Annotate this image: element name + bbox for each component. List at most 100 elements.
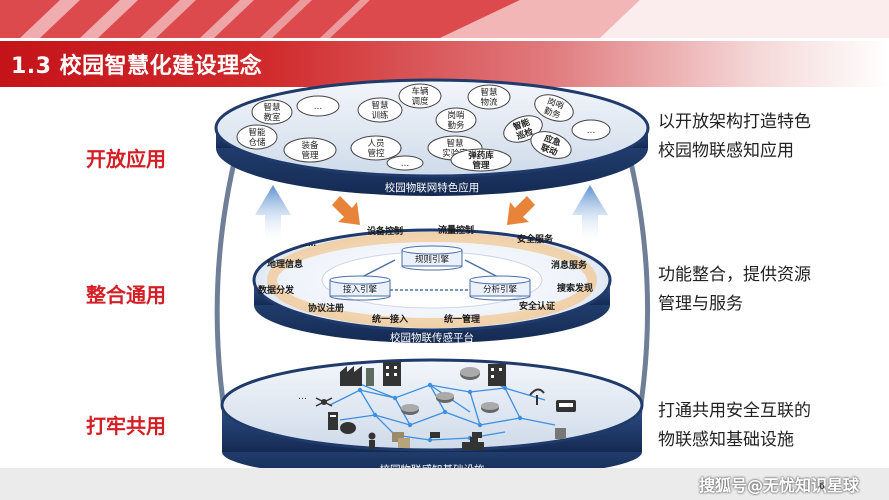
bottom-disc	[220, 358, 644, 452]
middle-layer: 校园物联传感平台 ……设备控制流量控制安全服务地理信息消息服务数据分发搜索发现协…	[252, 224, 612, 344]
platform-service-label: 设备控制	[367, 225, 403, 237]
engine-cylinder: 规则引擎	[401, 245, 463, 271]
engine-label: 接入引擎	[343, 284, 378, 295]
app-bubble-label: 仓储	[248, 137, 266, 148]
app-bubble: …	[571, 119, 611, 141]
platform-service-label: 统一接入	[372, 313, 408, 325]
down-arrow-right	[507, 196, 535, 225]
app-bubble-label: 智慧	[446, 138, 464, 149]
top-band-label: 校园物联网特色应用	[385, 181, 480, 194]
app-bubble-label: 物流	[480, 97, 498, 108]
platform-service-label: 安全服务	[517, 233, 554, 245]
top-layer: 校园物联网特色应用 智慧教室…智慧训练车辆调度智慧物流岗哨勤务智能仓储装备管理人…	[214, 78, 650, 196]
watermark: 搜狐号@无忧知识星球	[698, 476, 859, 495]
platform-service-label: 安全认证	[519, 300, 555, 312]
platform-service-label: 消息服务	[551, 259, 588, 271]
app-bubble-label: 教室	[263, 112, 281, 123]
engine-label: 分析引擎	[483, 284, 518, 295]
tank-icon	[462, 437, 484, 450]
page-title: 1.3 校园智慧化建设理念	[11, 54, 263, 79]
app-bubble-label: 智慧	[263, 102, 281, 113]
desc-bottom-line1: 打通共用安全互联的	[658, 401, 811, 421]
app-bubble-label: 智慧	[371, 100, 389, 111]
app-bubble-label: 人员	[367, 139, 384, 149]
app-bubble-label: 岗哨	[447, 110, 465, 121]
header-decoration	[0, 0, 889, 38]
app-bubble-label: 智慧	[480, 87, 498, 98]
platform-service-label: 流量控制	[438, 224, 474, 236]
building-icon	[383, 362, 401, 386]
middle-ring-items: ……设备控制流量控制安全服务地理信息消息服务数据分发搜索发现协议注册统一接入统一…	[258, 224, 593, 325]
desc-top-line1: 以开放架构打造特色	[658, 112, 811, 132]
app-bubble: …	[386, 155, 424, 171]
bottom-layer: 校园物联感知基础设施 …	[220, 358, 644, 480]
app-bubble-label: …	[401, 159, 410, 169]
label-open-application: 开放应用	[86, 147, 166, 171]
platform-service-label: 协议注册	[308, 302, 344, 314]
router-icon	[401, 404, 419, 415]
router-icon	[436, 392, 454, 403]
label-shared-use: 打牢共用	[86, 414, 166, 438]
engine-cylinder: 接入引擎	[329, 275, 391, 301]
desc-middle-line1: 功能整合，提供资源	[658, 265, 811, 285]
router-icon	[481, 402, 499, 413]
building-icon	[488, 364, 506, 386]
desc-middle: 功能整合，提供资源 管理与服务	[658, 261, 858, 319]
top-bubbles: 智慧教室…智慧训练车辆调度智慧物流岗哨勤务智能仓储装备管理人员管控岗哨勤务智慧实…	[236, 83, 611, 172]
app-bubble-label: 调度	[411, 96, 429, 107]
app-bubble-label: 弹药库	[468, 150, 494, 161]
platform-service-label: ……	[300, 239, 316, 248]
flow-arrows	[255, 185, 608, 245]
router-icon	[460, 367, 480, 380]
barrel-icon	[340, 422, 356, 434]
engine-label: 规则引擎	[415, 254, 450, 265]
platform-service-label: 搜索发现	[557, 282, 593, 294]
platform-service-label: 统一管理	[444, 313, 480, 325]
desc-bottom: 打通共用安全互联的 物联感知基础设施	[658, 397, 858, 455]
camera-icon	[430, 432, 482, 438]
satellite-dish-icon	[529, 388, 545, 405]
factory-icon	[340, 366, 362, 386]
app-bubble-label: 车辆	[411, 86, 429, 97]
footer-bar	[0, 468, 889, 500]
app-bubble-label: 装备	[301, 140, 319, 151]
page-number: 6	[819, 482, 825, 492]
crate-icon	[555, 428, 566, 439]
box-icon	[392, 432, 410, 448]
app-bubble-label: …	[587, 126, 596, 136]
up-arrow-right	[572, 185, 608, 245]
engine-cylinder: 分析引擎	[469, 275, 531, 301]
app-bubble-label: 管理	[301, 150, 319, 161]
bus-icon	[556, 400, 576, 412]
desc-top-line2: 校园物联感知应用	[658, 141, 794, 161]
app-bubble-label: 勤务	[447, 120, 465, 131]
middle-band-label: 校园物联传感平台	[390, 331, 474, 344]
desc-middle-line2: 管理与服务	[658, 294, 743, 314]
app-bubble-label: 管控	[367, 148, 385, 159]
bottom-ellipsis: …	[298, 392, 307, 402]
app-bubble-label: 管理	[472, 160, 490, 171]
tower-icon	[366, 368, 374, 386]
desc-bottom-line2: 物联感知基础设施	[658, 430, 794, 450]
down-arrow-left	[332, 196, 360, 225]
drone-icon	[315, 397, 333, 407]
label-integrate-general: 整合通用	[86, 283, 166, 307]
app-bubble-label: 实验室	[442, 148, 468, 159]
app-bubble-label: …	[314, 102, 323, 112]
platform-service-label: 地理信息	[267, 258, 303, 270]
person-icon	[368, 432, 376, 449]
desc-top: 以开放架构打造特色 校园物联感知应用	[658, 108, 858, 166]
app-bubble-label: 训练	[371, 110, 389, 121]
